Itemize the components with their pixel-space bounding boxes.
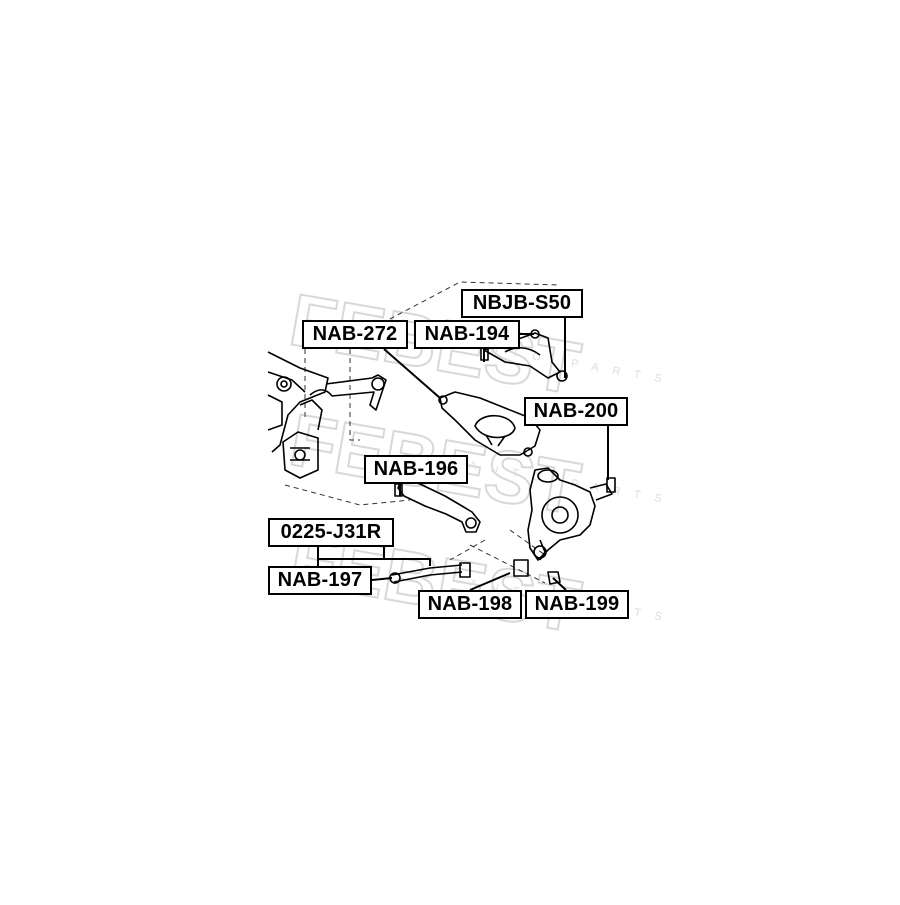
- leader-nab-199: [552, 577, 567, 591]
- callout-nab-197: NAB-197: [268, 566, 372, 595]
- callout-nab-200: NAB-200: [524, 397, 628, 426]
- callout-nab-196: NAB-196: [364, 455, 468, 484]
- lower-arm-drawing: [438, 391, 541, 457]
- callout-nab-272: NAB-272: [302, 320, 408, 349]
- leader-nab-272: [383, 348, 441, 399]
- callout-0225-j31r: 0225-J31R: [268, 518, 394, 547]
- callout-nbjb-s50: NBJB-S50: [461, 289, 583, 318]
- leader-0225-j31r: [317, 547, 431, 566]
- subframe-drawing: [267, 351, 387, 479]
- leader-nab-198: [469, 572, 511, 591]
- knuckle-drawing: [513, 467, 616, 585]
- callout-nab-194: NAB-194: [414, 320, 520, 349]
- callout-nab-198: NAB-198: [418, 590, 522, 619]
- leader-lines: [317, 318, 609, 591]
- toe-link-drawing: [394, 477, 481, 533]
- leader-nab-197: [371, 577, 393, 581]
- dashed-reference-lines: [284, 281, 561, 584]
- callout-nab-199: NAB-199: [525, 590, 629, 619]
